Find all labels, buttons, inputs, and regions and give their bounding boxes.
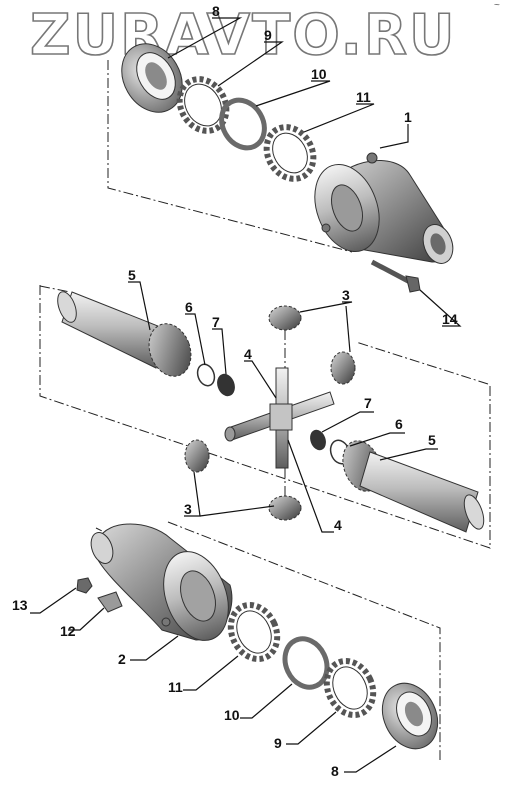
callout-13: 13 [12, 597, 28, 613]
toothed-washer-bottom [323, 657, 377, 719]
plain-washer-bottom [282, 636, 330, 690]
side-gear-shaft-right [342, 440, 485, 533]
side-gear-shaft-left [57, 291, 192, 377]
callout-1: 1 [404, 109, 412, 125]
friction-disc-bottom [227, 601, 281, 663]
callout-14: 14 [442, 311, 458, 327]
callout-10-top: 10 [311, 66, 327, 82]
callout-5-right: 5 [428, 432, 436, 448]
leader-lines [30, 17, 462, 773]
callout-10-bottom: 10 [224, 707, 240, 723]
callout-9-bottom: 9 [274, 735, 282, 751]
corner-mark: ~ [494, 0, 500, 11]
thrust-washer-right [310, 429, 326, 451]
callout-4-bottom: 4 [334, 517, 342, 533]
callout-3-top: 3 [342, 287, 350, 303]
callout-labels: 8 9 10 11 1 14 5 6 7 4 3 7 6 5 3 4 13 12… [12, 3, 458, 779]
pinion-gear-right [330, 351, 356, 385]
callout-8-bottom: 8 [331, 763, 339, 779]
friction-disc-top [263, 124, 317, 182]
pinion-gear-top [268, 305, 302, 331]
callout-12: 12 [60, 623, 76, 639]
bolt [370, 259, 421, 293]
pinion-gear-left [184, 439, 210, 473]
callout-4-top: 4 [244, 346, 252, 362]
plain-washer-top [219, 97, 267, 151]
shim-left [196, 363, 216, 387]
nut [76, 577, 93, 594]
callout-8-top: 8 [212, 3, 220, 19]
toothed-washer-top [176, 76, 230, 134]
callout-5-left: 5 [128, 267, 136, 283]
differential-spider [224, 367, 335, 469]
callout-3-bottom: 3 [184, 501, 192, 517]
callout-6-left: 6 [185, 299, 193, 315]
differential-housing-right [314, 152, 454, 264]
thrust-washer-left [217, 373, 235, 397]
callout-6-right: 6 [395, 416, 403, 432]
callout-11-top: 11 [356, 89, 371, 105]
differential-housing-left [90, 523, 233, 641]
callout-7-left: 7 [212, 314, 220, 330]
watermark-logo: ZURAVTO.RU [30, 3, 457, 68]
lock-plate [97, 591, 123, 613]
callout-7-right: 7 [364, 395, 372, 411]
pinion-gear-bottom [268, 495, 302, 521]
callout-9-top: 9 [264, 27, 272, 43]
bearing-cup-bottom [381, 682, 439, 750]
callout-11-bottom: 11 [168, 679, 183, 695]
bearing-cup-top [121, 43, 183, 113]
callout-2: 2 [118, 651, 126, 667]
